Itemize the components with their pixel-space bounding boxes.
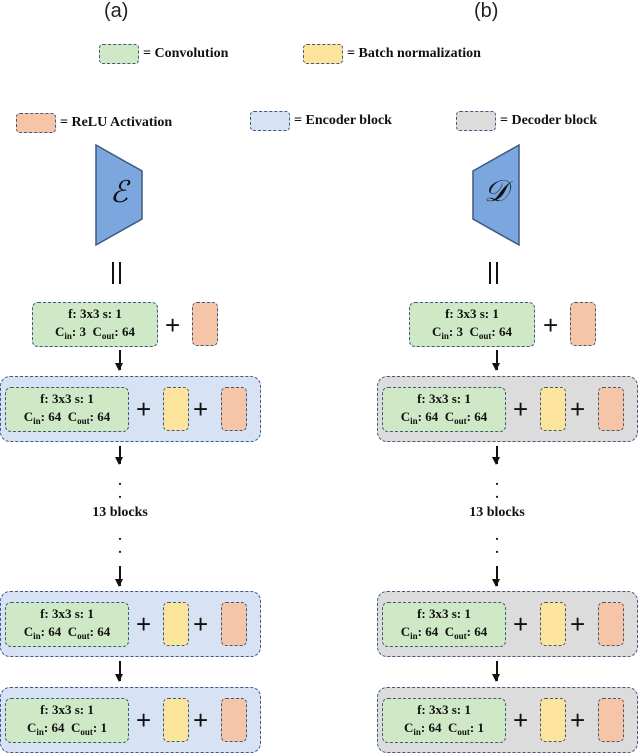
legend-encoder-label: = Encoder block bbox=[294, 113, 392, 128]
decoder-block-relu bbox=[598, 602, 624, 646]
decoder-blocks-count: 13 blocks bbox=[469, 505, 525, 520]
plus-sign: + bbox=[570, 705, 586, 735]
legend-convolution-swatch bbox=[99, 44, 139, 64]
decoder-block-batchnorm bbox=[540, 387, 566, 431]
dot: . bbox=[118, 529, 122, 544]
legend-batchnorm-label: = Batch normalization bbox=[347, 46, 481, 61]
encoder-equals-icon bbox=[112, 262, 121, 284]
plus-sign: + bbox=[570, 609, 586, 639]
plus-sign: + bbox=[193, 609, 209, 639]
arrow-icon bbox=[493, 566, 499, 587]
decoder-symbol: 𝒟 bbox=[484, 175, 508, 208]
decoder-block-batchnorm bbox=[540, 602, 566, 646]
legend-relu-swatch bbox=[16, 113, 56, 133]
legend-convolution-label: = Convolution bbox=[143, 46, 229, 61]
plus-sign: + bbox=[543, 310, 559, 340]
arrow-icon bbox=[116, 566, 122, 587]
decoder-block-conv: f: 3x3 s: 1 Cin: 64 Cout: 64 bbox=[382, 602, 506, 647]
decoder-first-relu bbox=[570, 302, 596, 346]
plus-sign: + bbox=[570, 394, 586, 424]
decoder-block-relu bbox=[598, 387, 624, 431]
encoder-last-conv: f: 3x3 s: 1 Cin: 64 Cout: 1 bbox=[5, 698, 129, 743]
legend-batchnorm-swatch bbox=[303, 44, 343, 64]
dot: . bbox=[118, 542, 122, 557]
conv-channels-text: Cin: 3 Cout: 64 bbox=[55, 324, 135, 341]
plus-sign: + bbox=[513, 394, 529, 424]
decoder-first-conv: f: 3x3 s: 1 Cin: 3 Cout: 64 bbox=[409, 302, 535, 347]
legend-decoder-label: = Decoder block bbox=[500, 113, 598, 128]
conv-filter-text: f: 3x3 s: 1 bbox=[68, 306, 122, 321]
encoder-block-relu bbox=[221, 387, 247, 431]
arrow-icon bbox=[493, 661, 499, 682]
dot: . bbox=[495, 542, 499, 557]
arrow-icon bbox=[116, 446, 122, 465]
arrow-icon bbox=[493, 446, 499, 465]
encoder-first-conv: f: 3x3 s: 1 Cin: 3 Cout: 64 bbox=[32, 302, 158, 347]
plus-sign: + bbox=[193, 394, 209, 424]
decoder-block-batchnorm bbox=[540, 698, 566, 742]
encoder-blocks-count: 13 blocks bbox=[92, 505, 148, 520]
legend-decoder-swatch bbox=[456, 111, 496, 131]
dot: . bbox=[118, 487, 122, 502]
encoder-block-batchnorm bbox=[163, 698, 189, 742]
plus-sign: + bbox=[193, 705, 209, 735]
encoder-block-relu bbox=[221, 698, 247, 742]
encoder-symbol: ℰ bbox=[109, 176, 129, 209]
legend-relu-label: = ReLU Activation bbox=[60, 115, 173, 130]
panel-label-a: (a) bbox=[104, 0, 129, 22]
encoder-trapezoid-icon bbox=[95, 143, 143, 247]
decoder-equals-icon bbox=[489, 262, 498, 284]
dot: . bbox=[118, 474, 122, 489]
arrow-icon bbox=[493, 350, 499, 371]
panel-label-b: (b) bbox=[474, 0, 499, 22]
encoder-block-relu bbox=[221, 602, 247, 646]
decoder-block-conv: f: 3x3 s: 1 Cin: 64 Cout: 64 bbox=[382, 387, 506, 432]
plus-sign: + bbox=[165, 310, 181, 340]
decoder-block-relu bbox=[598, 698, 624, 742]
dot: . bbox=[495, 529, 499, 544]
encoder-block-batchnorm bbox=[163, 387, 189, 431]
plus-sign: + bbox=[136, 394, 152, 424]
encoder-block-conv: f: 3x3 s: 1 Cin: 64 Cout: 64 bbox=[5, 387, 129, 432]
plus-sign: + bbox=[136, 705, 152, 735]
decoder-trapezoid-icon bbox=[472, 143, 520, 247]
arrow-icon bbox=[116, 350, 122, 371]
legend-encoder-swatch bbox=[250, 111, 290, 131]
decoder-last-conv: f: 3x3 s: 1 Cin: 64 Cout: 1 bbox=[382, 698, 506, 743]
encoder-block-batchnorm bbox=[163, 602, 189, 646]
plus-sign: + bbox=[136, 609, 152, 639]
encoder-block-conv: f: 3x3 s: 1 Cin: 64 Cout: 64 bbox=[5, 602, 129, 647]
arrow-icon bbox=[116, 661, 122, 682]
plus-sign: + bbox=[513, 705, 529, 735]
dot: . bbox=[495, 487, 499, 502]
encoder-first-relu bbox=[192, 302, 218, 346]
dot: . bbox=[495, 474, 499, 489]
plus-sign: + bbox=[513, 609, 529, 639]
